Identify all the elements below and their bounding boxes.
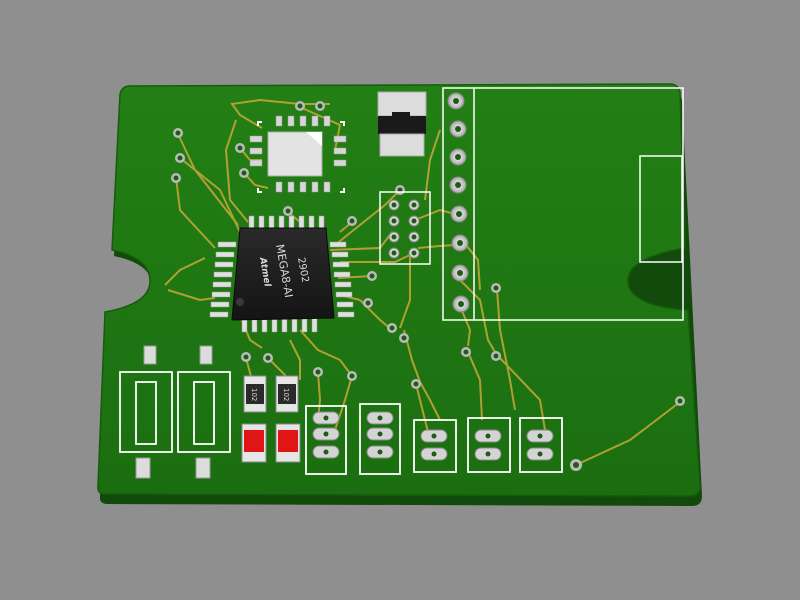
- led-d1: [241, 423, 267, 463]
- led-d2: [275, 423, 301, 463]
- isp-header: [379, 191, 431, 265]
- connector-j4: [467, 417, 511, 473]
- connectors-3pin: [305, 403, 563, 475]
- connector-j2: [359, 403, 401, 475]
- connector-j3: [413, 419, 457, 473]
- resistor-r2-marking: 102: [282, 388, 290, 401]
- mcu-date-code: 2902: [295, 257, 310, 284]
- module-footprint: [442, 87, 684, 321]
- qfn-chip: [249, 115, 347, 193]
- smd-package-top: [377, 91, 427, 157]
- connector-j5: [519, 417, 563, 473]
- button-footprints: [119, 345, 231, 479]
- resistor-r2: 102: [275, 375, 299, 413]
- resistor-r1: 102: [243, 375, 267, 413]
- resistor-r1-marking: 102: [250, 388, 258, 401]
- connector-j1: [305, 405, 347, 475]
- mcu-chip: Atmel MEGA8-AI 2902: [209, 215, 355, 333]
